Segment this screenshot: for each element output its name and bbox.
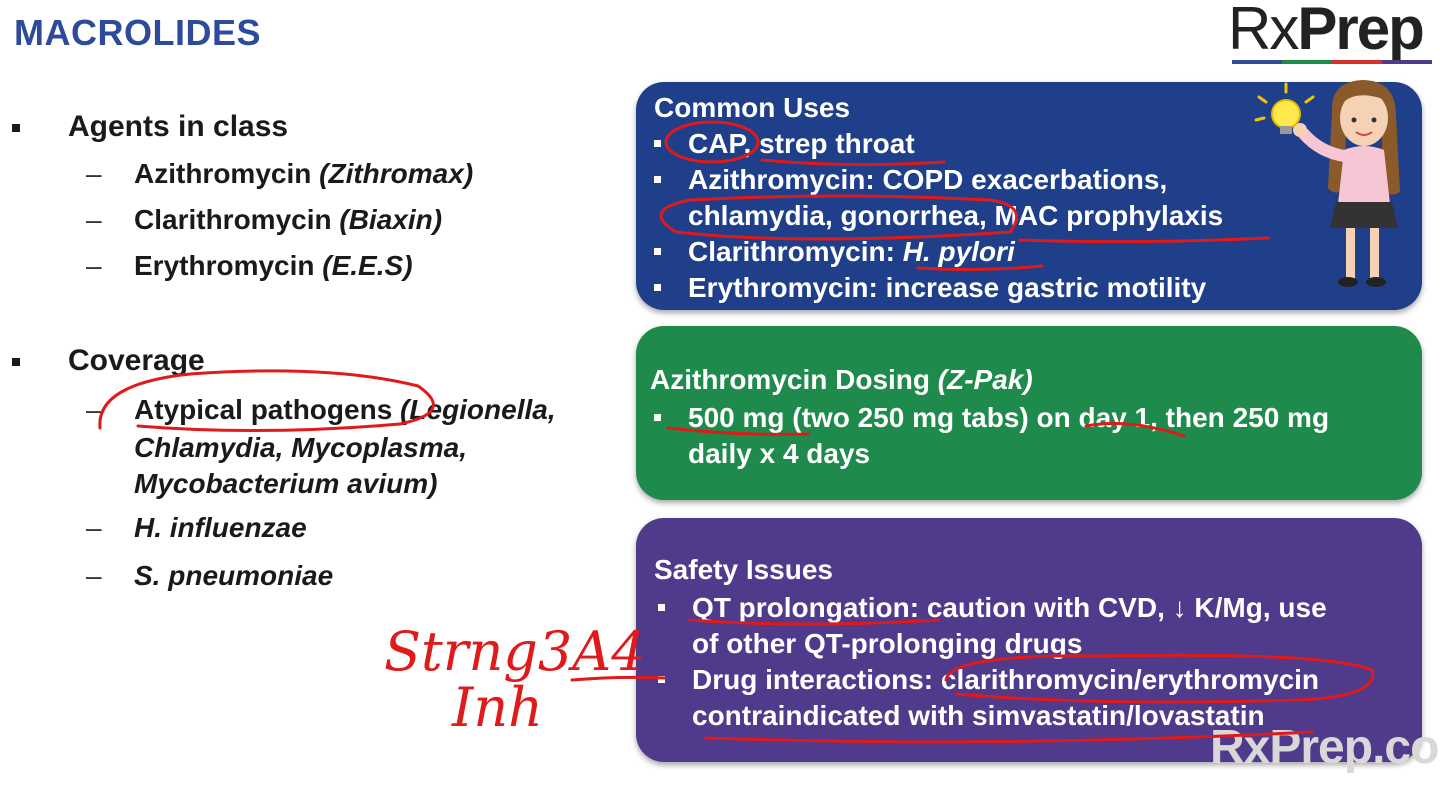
handwritten-note-line2: Inh	[452, 676, 543, 739]
list-item-continued: daily x 4 days	[688, 438, 871, 469]
square-bullet-icon	[12, 358, 20, 366]
coverage-atypical-line: Mycobacterium avium)	[134, 468, 438, 499]
logo-color-bar	[1232, 60, 1432, 64]
coverage-heading: Coverage	[68, 344, 205, 377]
agents-heading: Agents in class	[68, 110, 289, 143]
safety-heading: Safety Issues	[654, 554, 833, 585]
dosing-heading: Azithromycin Dosing (Z-Pak)	[650, 364, 1033, 395]
rxprep-logo: RxPrep	[1228, 0, 1436, 68]
list-item-continued: of other QT-prolonging drugs	[692, 628, 1083, 659]
list-item-continued: contraindicated with simvastatin/lovasta…	[692, 700, 1265, 731]
square-bullet-icon	[12, 124, 20, 132]
common-uses-heading: Common Uses	[654, 92, 851, 123]
watermark: RxPrep.co	[1210, 721, 1439, 774]
page-title: MACROLIDES	[14, 12, 261, 53]
coverage-atypical-line: Chlamydia, Mycoplasma,	[134, 432, 468, 463]
cartoon-girl-lightbulb-icon	[1254, 80, 1400, 287]
handwritten-note-line1: Strng3A4	[384, 620, 646, 683]
dosing-box: Azithromycin Dosing (Z-Pak) 500 mg (two …	[636, 326, 1422, 500]
list-item-continued: chlamydia, gonorrhea, MAC prophylaxis	[688, 200, 1224, 231]
